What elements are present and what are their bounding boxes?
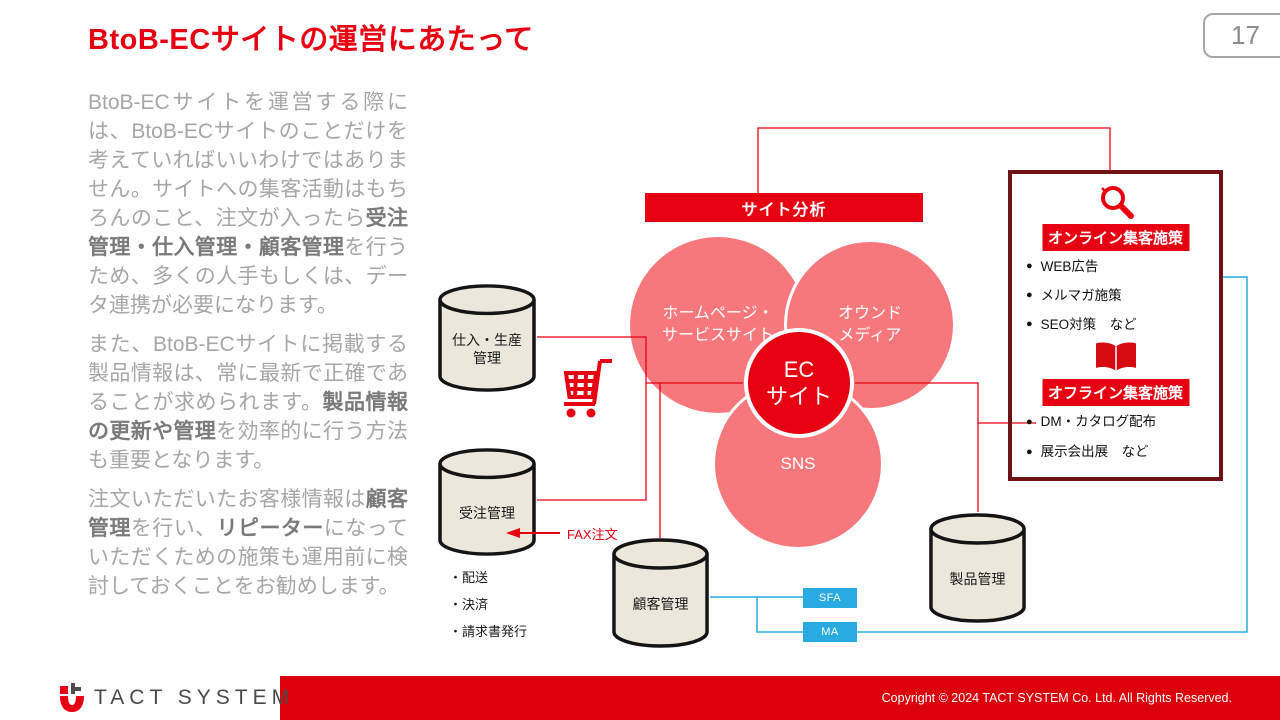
bullet-icon: ● bbox=[1026, 416, 1033, 428]
cylinder-order-label: 受注管理 bbox=[459, 504, 515, 521]
list-item: ● DM・カタログ配布 bbox=[1026, 407, 1215, 437]
offline-item: 展示会出展 など bbox=[1040, 444, 1149, 459]
sfa-label: SFA bbox=[818, 592, 842, 604]
intro-paragraph: BtoB-ECサイトを運営する際には、BtoB-ECサイトのことだけを考えていれ… bbox=[88, 91, 409, 317]
cylinder-customer-management: 顧客管理 bbox=[611, 538, 710, 648]
footer-bar: Copyright © 2024 TACT SYSTEM Co. Ltd. Al… bbox=[280, 676, 1280, 720]
intro-text: BtoB-ECサイトを運営する際には、BtoB-ECサイトのことだけを考えていれ… bbox=[88, 88, 408, 611]
online-measures-banner: オンライン集客施策 bbox=[1041, 224, 1190, 251]
offline-measures-list: ● DM・カタログ配布 ● 展示会出展 など bbox=[1026, 407, 1215, 467]
online-measures-title: オンライン集客施策 bbox=[1047, 230, 1184, 247]
circle-homepage-label: ホームページ・ サービスサイト bbox=[661, 305, 774, 344]
bullet-icon: ● bbox=[1026, 289, 1033, 301]
tact-logo-icon bbox=[60, 683, 84, 712]
cylinder-procurement-label: 仕入・生産 管理 bbox=[452, 331, 522, 366]
page-number: 17 bbox=[1231, 20, 1260, 50]
fax-order-label: FAX注文 bbox=[567, 527, 618, 542]
intro-paragraph: また、BtoB-ECサイトに掲載する製品情報は、常に最新で正確であることが求めら… bbox=[88, 333, 409, 472]
sfa-box: SFA bbox=[803, 588, 857, 608]
list-item: ● WEB広告 bbox=[1026, 252, 1215, 281]
cylinder-product-label: 製品管理 bbox=[949, 570, 1006, 587]
cylinder-customer-label: 顧客管理 bbox=[632, 595, 689, 612]
shopping-cart-icon bbox=[563, 359, 612, 418]
ma-label: MA bbox=[821, 626, 839, 638]
bullet-icon: ● bbox=[1026, 318, 1033, 330]
online-measures-list: ● WEB広告 ● メルマガ施策 ● SEO対策 など bbox=[1026, 252, 1215, 339]
page-number-box: 17 bbox=[1203, 13, 1280, 58]
logo-text: TACT SYSTEM bbox=[94, 686, 295, 709]
offline-measures-title: オフライン集客施策 bbox=[1047, 385, 1184, 402]
book-icon bbox=[1095, 342, 1136, 371]
site-analysis-label: サイト分析 bbox=[741, 201, 827, 219]
cylinder-procurement: 仕入・生産 管理 bbox=[437, 284, 537, 392]
marketing-panel: オンライン集客施策 ● WEB広告 ● メルマガ施策 ● SEO対策 など オフ… bbox=[1008, 170, 1223, 481]
company-logo: TACT SYSTEM bbox=[60, 683, 294, 713]
service-list-item: ・請求書発行 bbox=[449, 624, 528, 639]
database-cylinder-icon bbox=[438, 284, 536, 392]
circle-ec-site: EC サイト bbox=[744, 328, 854, 438]
fax-arrow-icon bbox=[506, 528, 560, 538]
list-item: ● メルマガ施策 bbox=[1026, 281, 1215, 310]
service-list-item: ・配送 bbox=[449, 570, 489, 585]
offline-measures-banner: オフライン集客施策 bbox=[1041, 379, 1190, 406]
bullet-icon: ● bbox=[1026, 260, 1033, 272]
offline-item: DM・カタログ配布 bbox=[1040, 414, 1157, 429]
circle-owned-media-label: オウンド メディア bbox=[837, 305, 902, 344]
database-cylinder-icon bbox=[612, 538, 709, 648]
online-item: SEO対策 など bbox=[1040, 317, 1137, 332]
service-list: ・配送 ・決済 ・請求書発行 bbox=[449, 564, 527, 645]
circle-homepage-servicesite: ホームページ・ サービスサイト bbox=[630, 237, 806, 413]
cylinder-product-management: 製品管理 bbox=[928, 513, 1027, 623]
magnifier-icon bbox=[1100, 186, 1134, 219]
site-analysis-banner: サイト分析 bbox=[645, 193, 923, 222]
circle-sns-label: SNS bbox=[780, 454, 816, 473]
copyright-text: Copyright © 2024 TACT SYSTEM Co. Ltd. Al… bbox=[881, 691, 1232, 705]
bullet-icon: ● bbox=[1026, 446, 1033, 458]
page-title: BtoB-ECサイトの運営にあたって bbox=[88, 24, 534, 56]
ma-box: MA bbox=[803, 622, 857, 642]
online-item: メルマガ施策 bbox=[1040, 288, 1122, 303]
online-item: WEB広告 bbox=[1040, 259, 1099, 274]
list-item: ● SEO対策 など bbox=[1026, 310, 1215, 339]
service-list-item: ・決済 bbox=[449, 597, 489, 612]
circle-ec-site-label: EC サイト bbox=[765, 356, 832, 410]
list-item: ● 展示会出展 など bbox=[1026, 437, 1215, 467]
intro-paragraph: 注文いただいたお客様情報は顧客管理を行い、リピーターになっていただくための施策も… bbox=[88, 488, 409, 598]
